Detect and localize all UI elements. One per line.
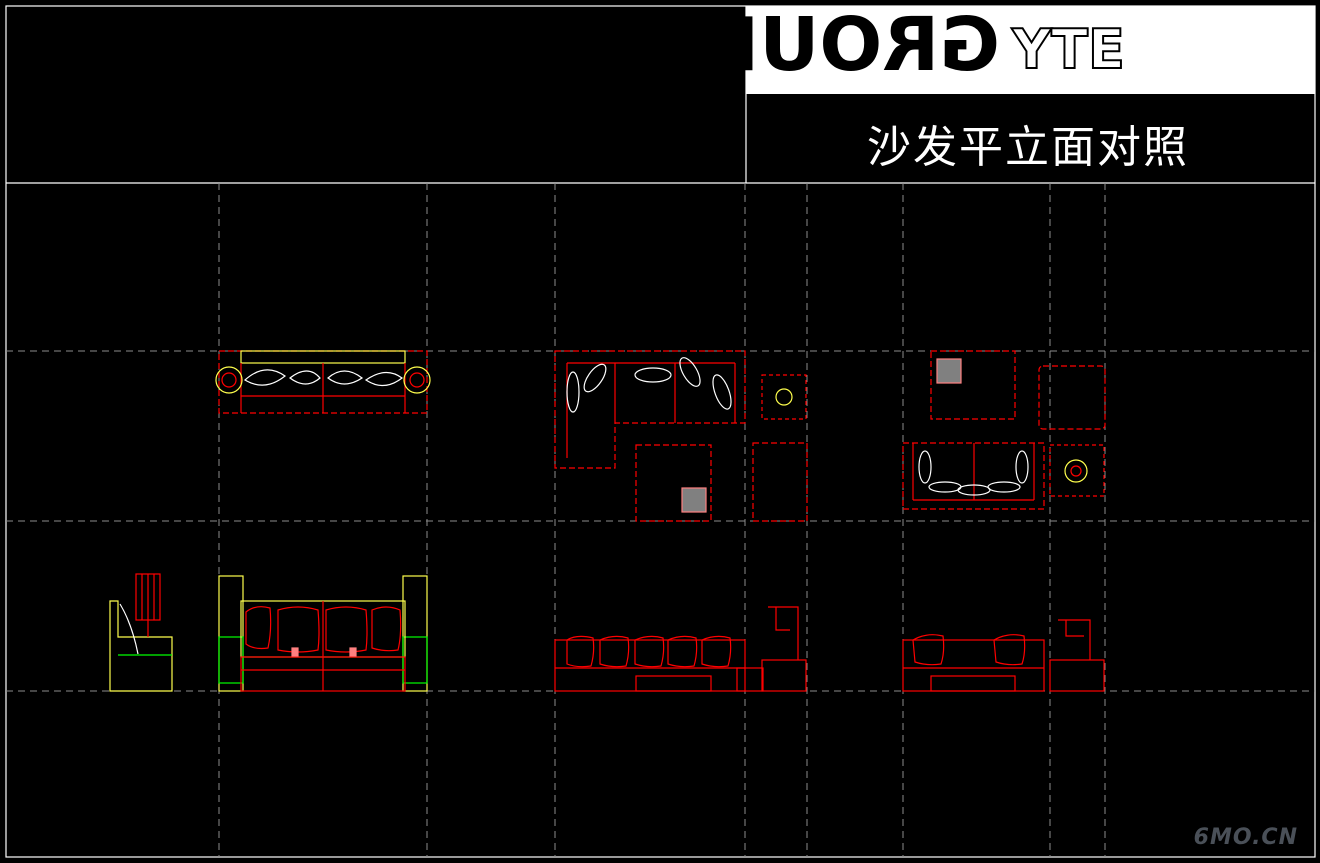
logo-text: GROUP (705, 2, 1000, 88)
coffee-table-elevation-2 (930, 675, 1016, 692)
guide-grid (6, 183, 1315, 857)
logo-panel (746, 6, 1315, 94)
drawing-border (5, 5, 1316, 858)
corner-sofa-front-elevation (554, 606, 807, 692)
sofa-1-plan (215, 350, 431, 414)
drawing-title: 沙发平立面对照 (867, 122, 1189, 173)
brand-logo: GROUP (705, 2, 1000, 88)
title-block: GROUP YTE 沙发平立面对照 (6, 2, 1315, 184)
lounge-chair-side-elevation (109, 573, 173, 692)
coffee-table-plan-1 (635, 444, 712, 522)
sofa-1-front-elevation (218, 575, 428, 692)
sofa-2-plan (902, 442, 1045, 510)
side-table-lamp-elevation-1 (768, 606, 799, 660)
coffee-table-plan-2 (930, 350, 1016, 420)
ottoman-plan-1 (752, 442, 808, 522)
sofa-2-front-elevation (902, 619, 1105, 692)
logo-suffix-text: YTE (1011, 18, 1125, 81)
right-set-plan (902, 350, 1106, 510)
side-table-plan-1 (761, 374, 807, 420)
side-table-lamp-elevation-2 (1058, 619, 1091, 660)
corner-sofa-plan (554, 350, 808, 522)
watermark-text: 6MO.CN (1194, 825, 1298, 850)
side-table-plan-2 (1049, 444, 1105, 497)
ottoman-plan-2 (1038, 365, 1106, 430)
coffee-table-elevation-1 (635, 675, 712, 692)
